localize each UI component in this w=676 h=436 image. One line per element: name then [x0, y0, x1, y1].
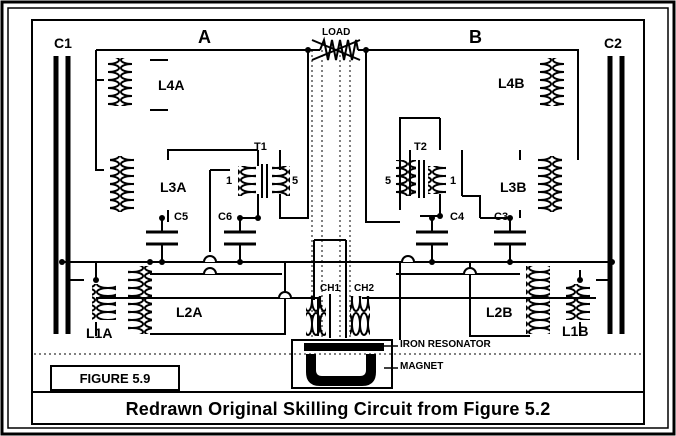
label-c3: C3 — [494, 211, 509, 223]
load-resistor — [311, 36, 361, 61]
inductor-l2b — [526, 266, 550, 334]
capacitor-c3 — [494, 230, 526, 246]
figure-label: FIGURE 5.9 — [50, 365, 180, 391]
inductor-l3a — [110, 156, 134, 212]
capacitor-c5 — [146, 230, 178, 246]
label-c1: C1 — [54, 35, 72, 51]
choke-ch1 — [306, 296, 326, 336]
label-c4: C4 — [450, 211, 465, 223]
figure-caption: Redrawn Original Skilling Circuit from F… — [125, 398, 551, 419]
section-label-a: A — [198, 27, 211, 47]
choke-core — [329, 294, 347, 338]
label-l4b: L4B — [498, 75, 525, 91]
label-l4a: L4A — [158, 77, 185, 93]
load-label: LOAD — [322, 27, 351, 38]
transformer-t2 — [396, 160, 446, 198]
section-label-b: B — [469, 27, 482, 47]
capacitor-c4 — [416, 230, 448, 246]
capacitor-c1 — [53, 56, 71, 334]
wire-crossings — [203, 255, 477, 299]
label-iron-resonator: IRON RESONATOR — [400, 339, 491, 350]
junction-dots — [59, 47, 615, 283]
label-t2-primary: 5 — [385, 175, 392, 187]
label-t2: T2 — [414, 141, 427, 153]
resonator-leaders — [384, 345, 398, 369]
label-t1-primary: 1 — [226, 175, 233, 187]
inductor-l3b — [538, 156, 562, 212]
label-ch2: CH2 — [354, 283, 375, 294]
inductor-l4b — [540, 58, 564, 106]
transformer-t1 — [238, 164, 290, 198]
label-l3b: L3B — [500, 179, 527, 195]
label-c6: C6 — [218, 211, 233, 223]
inductor-l2a — [128, 266, 152, 334]
label-l2b: L2B — [486, 304, 513, 320]
iron-resonator — [291, 339, 393, 389]
label-ch1: CH1 — [320, 283, 341, 294]
inductor-l1b — [566, 284, 590, 320]
label-t1: T1 — [254, 141, 267, 153]
label-magnet: MAGNET — [400, 361, 444, 372]
label-c5: C5 — [174, 211, 189, 223]
inductor-l1a — [92, 284, 116, 320]
capacitor-c6 — [224, 230, 256, 246]
label-t2-secondary: 1 — [450, 175, 457, 187]
label-l3a: L3A — [160, 179, 187, 195]
inductor-l4a — [108, 58, 132, 106]
capacitor-c2 — [607, 56, 625, 334]
magnet-shape — [306, 354, 376, 386]
label-l2a: L2A — [176, 304, 203, 320]
label-t1-secondary: 5 — [292, 175, 299, 187]
label-c2: C2 — [604, 35, 622, 51]
dashed-boundary — [34, 50, 642, 355]
choke-ch2 — [350, 296, 370, 336]
label-l1b: L1B — [562, 323, 589, 339]
label-l1a: L1A — [86, 325, 113, 341]
